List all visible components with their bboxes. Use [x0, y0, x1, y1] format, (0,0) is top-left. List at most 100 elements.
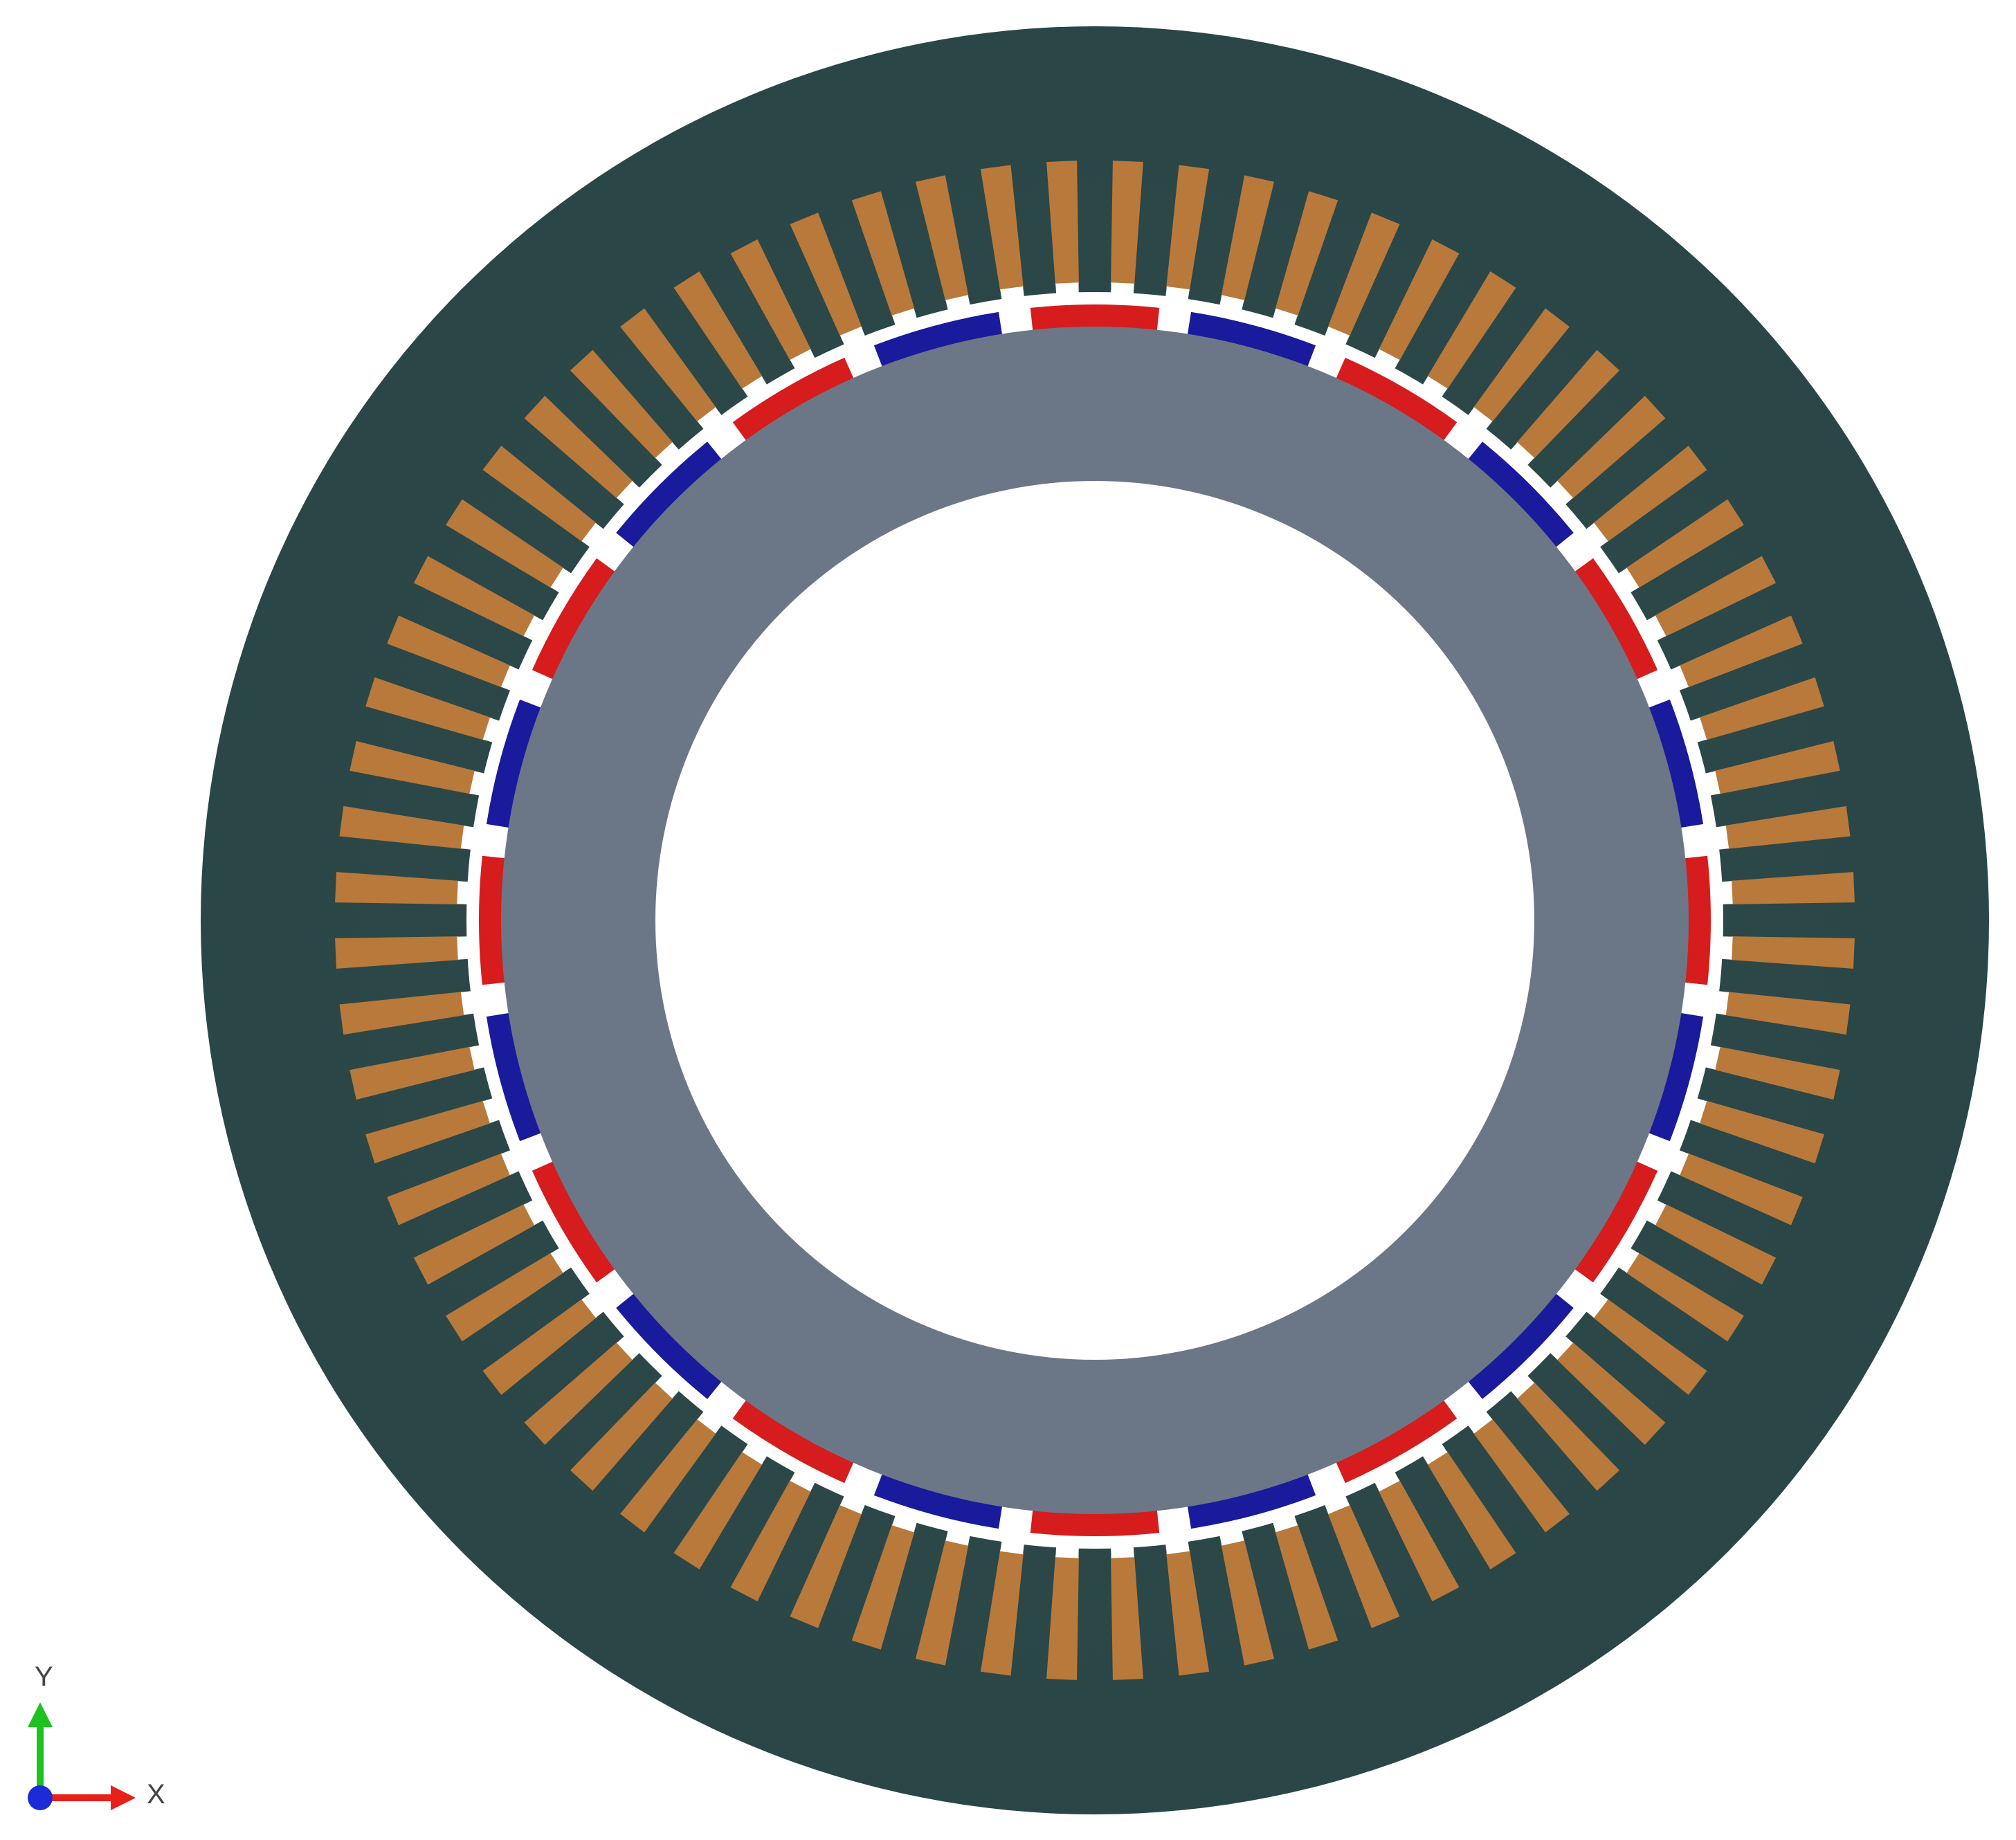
winding-slot[interactable] [1698, 677, 1824, 740]
winding-slot[interactable] [915, 175, 969, 302]
magnet-south-pole[interactable] [1187, 1473, 1316, 1529]
winding-slot[interactable] [1678, 615, 1803, 688]
magnet-south-pole[interactable] [616, 441, 723, 548]
winding-slot[interactable] [1327, 1504, 1400, 1628]
winding-slot[interactable] [1427, 1450, 1516, 1569]
winding-slot[interactable] [349, 1046, 476, 1100]
winding-slot[interactable] [1046, 1556, 1079, 1680]
winding-slot[interactable] [1724, 805, 1851, 849]
winding-slot[interactable] [1275, 1524, 1338, 1650]
winding-slot[interactable] [413, 1203, 536, 1285]
winding-slot[interactable] [1654, 1203, 1777, 1285]
magnet-north-pole[interactable] [1336, 357, 1457, 441]
winding-slot[interactable] [1378, 239, 1460, 361]
magnet-north-pole[interactable] [732, 1399, 854, 1484]
winding-slot[interactable] [1473, 308, 1570, 423]
winding-slot[interactable] [1714, 1046, 1840, 1100]
winding-slot[interactable] [673, 271, 763, 390]
winding-slot[interactable] [980, 1549, 1024, 1676]
winding-slot[interactable] [1730, 872, 1855, 904]
winding-slot[interactable] [413, 556, 536, 637]
winding-slot[interactable] [1724, 992, 1851, 1035]
winding-slot[interactable] [1473, 1418, 1570, 1533]
winding-slot[interactable] [730, 1479, 812, 1602]
magnet-south-pole[interactable] [486, 699, 542, 828]
winding-slot[interactable] [1592, 1298, 1707, 1395]
winding-slot[interactable] [1378, 1479, 1460, 1602]
winding-slot[interactable] [1427, 271, 1516, 390]
magnet-south-pole[interactable] [616, 1293, 723, 1399]
slot-opening [1000, 1540, 1024, 1555]
magnet-north-pole[interactable] [1030, 1509, 1160, 1536]
magnet-north-pole[interactable] [1574, 558, 1658, 680]
winding-slot[interactable] [620, 308, 717, 423]
magnet-north-pole[interactable] [732, 357, 854, 441]
magnet-north-pole[interactable] [1684, 855, 1711, 985]
magnet-north-pole[interactable] [1030, 304, 1160, 331]
magnet-north-pole[interactable] [479, 855, 506, 985]
magnet-south-pole[interactable] [1648, 1012, 1704, 1142]
winding-slot[interactable] [1698, 1100, 1824, 1164]
winding-slot[interactable] [482, 1298, 597, 1395]
winding-slot[interactable] [980, 165, 1024, 291]
winding-slot[interactable] [1625, 499, 1744, 589]
winding-slot[interactable] [482, 446, 597, 543]
winding-slot[interactable] [1046, 161, 1079, 285]
winding-slot[interactable] [851, 1524, 915, 1650]
winding-slot[interactable] [1678, 1153, 1803, 1226]
stator-windings[interactable] [335, 161, 1855, 1680]
winding-slot[interactable] [620, 1418, 717, 1533]
winding-slot[interactable] [1625, 1253, 1744, 1342]
winding-slot[interactable] [730, 239, 812, 361]
winding-slot[interactable] [1556, 396, 1666, 499]
winding-slot[interactable] [851, 191, 915, 317]
magnet-south-pole[interactable] [873, 1473, 1003, 1529]
winding-slot[interactable] [915, 1539, 969, 1666]
winding-slot[interactable] [790, 1504, 862, 1628]
rotor-magnets[interactable] [479, 304, 1711, 1536]
magnet-south-pole[interactable] [1187, 311, 1316, 367]
magnet-south-pole[interactable] [1467, 441, 1574, 548]
winding-slot[interactable] [1327, 212, 1400, 337]
winding-slot[interactable] [1275, 191, 1338, 317]
winding-slot[interactable] [446, 1253, 565, 1342]
winding-slot[interactable] [790, 212, 862, 337]
winding-slot[interactable] [1516, 1381, 1619, 1491]
winding-slot[interactable] [1556, 1342, 1666, 1445]
winding-slot[interactable] [1221, 1539, 1275, 1666]
magnet-north-pole[interactable] [532, 1161, 616, 1283]
winding-slot[interactable] [1111, 161, 1143, 285]
magnet-south-pole[interactable] [1648, 699, 1704, 828]
winding-slot[interactable] [339, 805, 466, 849]
magnet-south-pole[interactable] [486, 1012, 542, 1142]
winding-slot[interactable] [1166, 1549, 1210, 1676]
winding-slot[interactable] [446, 499, 565, 589]
winding-slot[interactable] [570, 1381, 673, 1491]
winding-slot[interactable] [365, 1100, 491, 1164]
magnet-north-pole[interactable] [1336, 1399, 1457, 1484]
winding-slot[interactable] [1111, 1556, 1143, 1680]
magnet-north-pole[interactable] [1574, 1161, 1658, 1283]
winding-slot[interactable] [387, 1153, 511, 1226]
winding-slot[interactable] [673, 1450, 763, 1569]
winding-slot[interactable] [335, 872, 460, 904]
magnet-south-pole[interactable] [1467, 1293, 1574, 1399]
winding-slot[interactable] [335, 936, 460, 969]
winding-slot[interactable] [1166, 165, 1210, 291]
winding-slot[interactable] [524, 1342, 634, 1445]
winding-slot[interactable] [1654, 556, 1777, 637]
winding-slot[interactable] [1714, 740, 1840, 794]
winding-slot[interactable] [1730, 936, 1855, 969]
magnet-north-pole[interactable] [532, 558, 616, 680]
winding-slot[interactable] [1516, 349, 1619, 459]
winding-slot[interactable] [349, 740, 476, 794]
winding-slot[interactable] [570, 349, 673, 459]
winding-slot[interactable] [365, 677, 491, 740]
winding-slot[interactable] [339, 992, 466, 1035]
winding-slot[interactable] [1592, 446, 1707, 543]
magnet-south-pole[interactable] [873, 311, 1003, 367]
winding-slot[interactable] [524, 396, 634, 499]
winding-slot[interactable] [387, 615, 511, 688]
winding-slot[interactable] [1221, 175, 1275, 302]
